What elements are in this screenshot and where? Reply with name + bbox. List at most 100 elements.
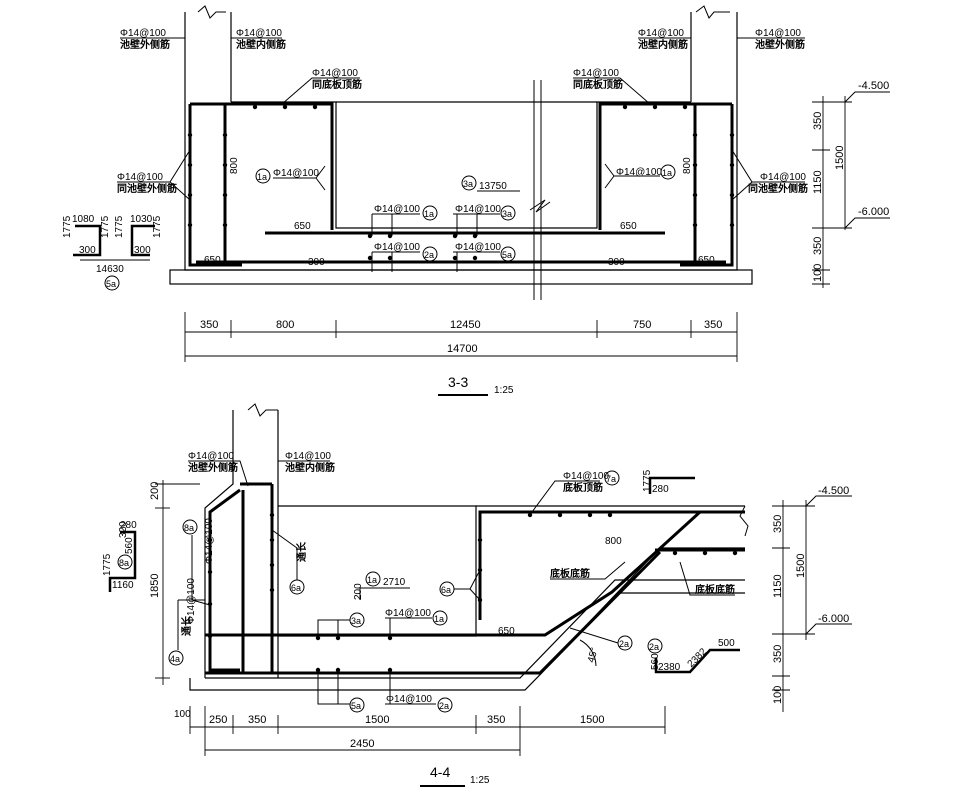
svg-text:2380: 2380 bbox=[658, 662, 681, 673]
svg-text:4a: 4a bbox=[170, 654, 180, 664]
blinding-layer bbox=[169, 269, 753, 285]
svg-text:320: 320 bbox=[118, 521, 129, 538]
label-inner-side-right: 池壁内侧筋 bbox=[638, 38, 688, 51]
dim-left-4-4: 200 1850 bbox=[149, 480, 200, 685]
svg-text:1150: 1150 bbox=[772, 574, 784, 598]
blinding-4-4 bbox=[189, 592, 745, 691]
label-outer-spec-left: Φ14@100 bbox=[120, 28, 166, 39]
len-800-4-4: 800 bbox=[605, 536, 622, 547]
label-sametop-right: 同底板顶筋 bbox=[573, 78, 623, 91]
len-13750: 13750 bbox=[479, 181, 507, 192]
svg-text:1500: 1500 bbox=[834, 146, 846, 170]
svg-text:1775: 1775 bbox=[642, 469, 653, 492]
svg-text:500: 500 bbox=[718, 638, 735, 649]
svg-text:5a: 5a bbox=[351, 701, 361, 711]
dim-h-3-3: 350 800 12450 750 350 14700 bbox=[184, 312, 738, 362]
svg-text:-4.500: -4.500 bbox=[858, 80, 889, 92]
svg-text:1775: 1775 bbox=[100, 215, 111, 238]
label-sametop-left: 同底板顶筋 bbox=[312, 78, 362, 91]
svg-text:通长: 通长 bbox=[180, 615, 193, 636]
section-scale-3-3: 1:25 bbox=[494, 385, 514, 396]
svg-text:350: 350 bbox=[772, 645, 784, 663]
mark-3a bbox=[461, 175, 477, 191]
label-2a-spec-mid: Φ14@100 bbox=[374, 242, 420, 253]
svg-text:2450: 2450 bbox=[350, 738, 374, 750]
label-5a-spec-mid: Φ14@100 bbox=[455, 242, 501, 253]
svg-text:12450: 12450 bbox=[450, 319, 481, 331]
len-650-bl: 650 bbox=[204, 255, 221, 266]
rebar-inner-right bbox=[625, 104, 697, 264]
section-title-4-4: 4-4 bbox=[430, 764, 450, 780]
svg-text:1775: 1775 bbox=[62, 215, 73, 238]
mark-1a-left bbox=[255, 168, 271, 184]
svg-text:Φ14@100: Φ14@100 bbox=[186, 578, 197, 624]
label-inner-spec-4-4: Φ14@100 bbox=[285, 451, 331, 462]
svg-text:2382: 2382 bbox=[686, 646, 710, 670]
slab-outline-4-4 bbox=[278, 505, 477, 637]
break-line-top bbox=[247, 403, 278, 417]
svg-text:300: 300 bbox=[134, 245, 151, 256]
len-300-left: 300 bbox=[308, 257, 325, 268]
wall-outer-4-4 bbox=[204, 410, 234, 678]
svg-text:750: 750 bbox=[633, 319, 651, 331]
len-650-right: 650 bbox=[620, 221, 637, 232]
svg-text:1775: 1775 bbox=[114, 215, 125, 238]
dim-v-3-3: 350 1150 350 100 1500 -4.500 -6.000 bbox=[812, 80, 890, 288]
svg-text:100: 100 bbox=[174, 709, 191, 720]
svg-text:280: 280 bbox=[120, 520, 137, 531]
mark-1a-slab bbox=[432, 610, 448, 626]
svg-text:350: 350 bbox=[248, 714, 266, 726]
rebar-slab-top-4-4 bbox=[478, 510, 745, 620]
label-inner-spec-right: Φ14@100 bbox=[638, 28, 684, 39]
rebar-outer-4-4 bbox=[208, 488, 241, 672]
svg-text:560: 560 bbox=[124, 537, 135, 554]
svg-text:-6.000: -6.000 bbox=[858, 206, 889, 218]
rebar-dots-3-3 bbox=[187, 104, 735, 261]
label-sametop-spec-left: Φ14@100 bbox=[312, 68, 358, 79]
svg-text:6a: 6a bbox=[441, 585, 451, 595]
rebar-outer-right bbox=[680, 104, 734, 267]
svg-text:250: 250 bbox=[209, 714, 227, 726]
svg-text:2a: 2a bbox=[424, 250, 434, 260]
mark-3a-mid bbox=[500, 205, 516, 221]
label-outer-side-left: 池壁外侧筋 bbox=[120, 38, 170, 51]
rebar-dots-4-4 bbox=[207, 512, 738, 673]
svg-text:5a: 5a bbox=[106, 279, 116, 289]
len-800-left: 800 bbox=[229, 157, 240, 174]
label-inner-spec-left: Φ14@100 bbox=[236, 28, 282, 39]
label-1a-spec-mid: Φ14@100 bbox=[374, 204, 420, 215]
label-bottom-bottom-b: 底板底筋 bbox=[695, 583, 735, 596]
svg-text:560: 560 bbox=[650, 653, 661, 670]
label-3a-spec-mid: Φ14@100 bbox=[455, 204, 501, 215]
dim-v-4-4: 350 1150 350 100 1500 -4.500 -6.000 bbox=[772, 485, 852, 712]
svg-text:1850: 1850 bbox=[149, 574, 161, 598]
svg-text:5a: 5a bbox=[502, 250, 512, 260]
svg-text:1a: 1a bbox=[424, 209, 434, 219]
svg-text:14630: 14630 bbox=[96, 264, 124, 275]
mark-3a-4-4 bbox=[349, 612, 365, 628]
label-sametop-spec-right: Φ14@100 bbox=[573, 68, 619, 79]
svg-text:1030: 1030 bbox=[130, 214, 153, 225]
slope-bottom bbox=[205, 579, 745, 679]
rebar-slope-bottom bbox=[205, 550, 662, 675]
label-sameouter-right: 同池壁外侧筋 bbox=[748, 182, 808, 195]
len-300-right: 300 bbox=[608, 257, 625, 268]
label-outer-side-right: 池壁外侧筋 bbox=[755, 38, 805, 51]
svg-text:2a: 2a bbox=[619, 639, 629, 649]
section-3-3: Φ14@100 池壁外侧筋 Φ14@100 池壁内侧筋 Φ14@100 池壁内侧… bbox=[62, 5, 890, 396]
svg-text:-6.000: -6.000 bbox=[818, 613, 849, 625]
svg-text:2a: 2a bbox=[649, 642, 659, 652]
rebar-top-left bbox=[190, 102, 334, 230]
mark-1a-mid bbox=[422, 205, 438, 221]
mark-1a-4-4 bbox=[365, 571, 381, 587]
bar-shape-8a: 320 280 560 8a 1775 1160 bbox=[102, 520, 137, 592]
section-title-3-3: 3-3 bbox=[448, 374, 468, 390]
mark-1a-right bbox=[660, 164, 676, 180]
mark-2a-mid bbox=[422, 246, 438, 262]
svg-text:1a: 1a bbox=[662, 168, 672, 178]
svg-text:350: 350 bbox=[772, 515, 784, 533]
len-2710: 2710 bbox=[383, 577, 406, 588]
svg-text:14700: 14700 bbox=[447, 343, 478, 355]
svg-text:1500: 1500 bbox=[580, 714, 604, 726]
